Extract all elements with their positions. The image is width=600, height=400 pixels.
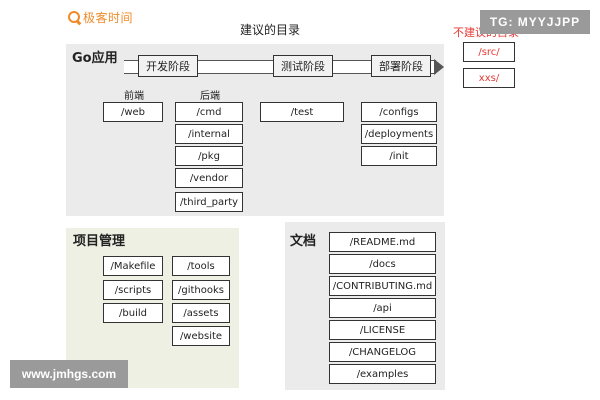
docs-title: 文档 [290, 234, 317, 249]
dir-box-project: /website [172, 326, 230, 346]
dir-box-backend: /cmd [175, 102, 243, 122]
dir-box-docs: /api [329, 298, 436, 318]
brand-text: 极客时间 [83, 10, 134, 25]
dir-box-backend: /pkg [175, 146, 243, 166]
not-recommended-item: /src/ [463, 42, 515, 62]
brand-logo: 极客时间 [68, 8, 158, 26]
dir-box-docs: /README.md [329, 232, 436, 252]
frontend-label: 前端 [124, 91, 144, 102]
dir-box-docs: /examples [329, 364, 436, 384]
not-recommended-item: xxs/ [463, 68, 515, 88]
dir-box-project: /scripts [103, 280, 163, 300]
dir-box-project: /githooks [172, 280, 230, 300]
site-watermark: www.jmhgs.com [10, 360, 128, 388]
dir-box-project: /Makefile [103, 256, 163, 276]
dir-box-docs: /LICENSE [329, 320, 436, 340]
diagram-title: 建议的目录 [239, 23, 300, 37]
brand-mark-icon [68, 11, 80, 23]
telegram-watermark: TG: MYYJJPP [480, 10, 590, 34]
dir-box-deploy: /init [361, 146, 437, 166]
dir-box-docs: /docs [329, 254, 436, 274]
dir-box-project: /build [103, 303, 163, 323]
stage-develop: 开发阶段 [138, 55, 198, 77]
go-app-title: Go应用 [72, 51, 118, 66]
stage-deploy: 部署阶段 [371, 55, 431, 77]
backend-label: 后端 [200, 91, 220, 102]
dir-box-frontend: /web [103, 102, 163, 122]
dir-box-docs: /CHANGELOG [329, 342, 436, 362]
dir-box-backend: /internal [175, 124, 243, 144]
dir-box-test: /test [260, 102, 344, 122]
dir-box-project: /tools [172, 256, 230, 276]
dir-box-deploy: /deployments [361, 124, 437, 144]
stage-test: 测试阶段 [273, 55, 333, 77]
dir-box-deploy: /configs [361, 102, 437, 122]
dir-box-backend: /third_party [175, 192, 243, 212]
dir-box-docs: /CONTRIBUTING.md [329, 276, 436, 296]
dir-box-backend: /vendor [175, 168, 243, 188]
project-management-title: 项目管理 [73, 234, 126, 249]
pipeline-arrowhead-icon [434, 59, 444, 75]
dir-box-project: /assets [172, 303, 230, 323]
